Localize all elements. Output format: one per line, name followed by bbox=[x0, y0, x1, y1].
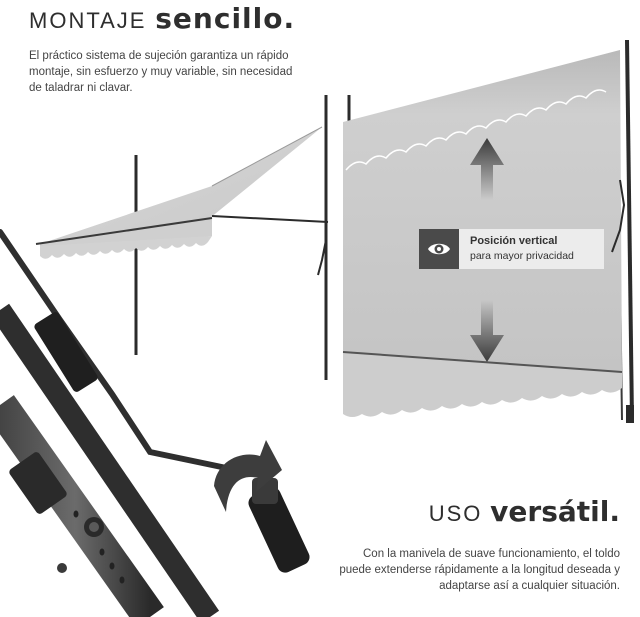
section-title-bold: versátil. bbox=[490, 495, 620, 528]
callout-subtitle: para mayor privacidad bbox=[470, 250, 574, 262]
eye-icon bbox=[419, 229, 459, 269]
down-arrow-icon bbox=[470, 300, 504, 362]
title-light: MONTAJE bbox=[29, 8, 147, 33]
title-bold: sencillo. bbox=[155, 2, 296, 35]
callout-title: Posición vertical bbox=[470, 235, 558, 247]
up-arrow-icon bbox=[470, 138, 504, 200]
intro-description: El práctico sistema de sujeción garantiz… bbox=[29, 50, 293, 94]
section-title-light: USO bbox=[428, 501, 483, 526]
telescopic-pole-closeup bbox=[0, 303, 220, 617]
usage-description: Con la manivela de suave funcionamiento,… bbox=[339, 548, 620, 592]
small-awning bbox=[35, 95, 329, 380]
vertical-position-callout: Posición vertical para mayor privacidad bbox=[419, 229, 604, 269]
page-title: MONTAJE sencillo. bbox=[29, 2, 295, 35]
vertical-awning bbox=[342, 39, 634, 423]
crank-handle-closeup bbox=[0, 229, 310, 573]
section-title: USO versátil. bbox=[429, 495, 620, 528]
